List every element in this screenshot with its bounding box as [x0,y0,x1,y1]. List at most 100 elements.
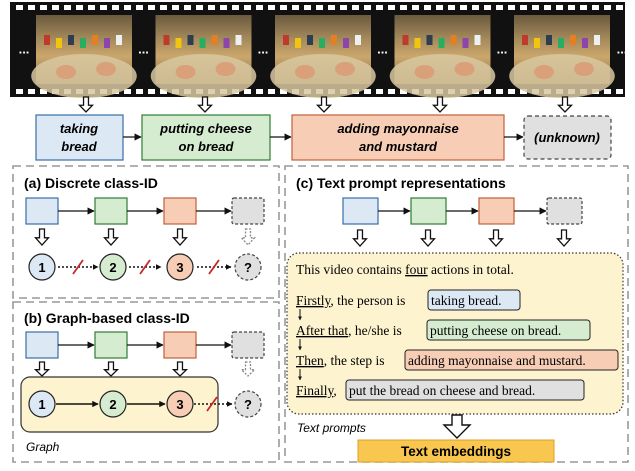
sprocket-hole [592,5,599,10]
sprocket-hole [412,5,419,10]
sprocket-hole [616,5,623,10]
frame-object [474,35,481,45]
action-label: taking [60,121,98,136]
prompt-line-2: After that, he/she is putting cheese on … [296,323,561,338]
node-label: ? [244,397,252,412]
sprocket-hole [388,5,395,10]
sprocket-hole [100,5,107,10]
frame-object [343,38,349,48]
down-arrow-icon [34,228,50,246]
down-arrow-icon [431,96,449,113]
sprocket-hole [376,89,383,94]
frame-object [104,38,110,48]
prompt-intro-prefix: This video contains [296,262,405,277]
sprocket-hole [496,5,503,10]
cut-mark [139,259,151,275]
frame-object [450,35,457,45]
sprocket-hole [400,89,407,94]
frame-table [389,54,496,98]
sprocket-hole [364,5,371,10]
sprocket-hole [556,5,563,10]
graph-node-unknown [234,390,262,418]
highlight-put-bread [345,379,585,401]
sprocket-hole [520,89,527,94]
sprocket-hole [256,89,263,94]
class-box-unknown [546,197,583,225]
sprocket-hole [112,5,119,10]
sprocket-hole [352,5,359,10]
sprocket-hole [484,5,491,10]
sprocket-hole [40,89,47,94]
frame-object [283,35,289,45]
sprocket-hole [136,5,143,10]
frame-object [319,38,325,48]
frame-object [295,38,301,48]
panel-c-title: (c) Text prompt representations [296,175,506,191]
down-arrow-icon [240,228,256,246]
sprocket-hole [220,5,227,10]
class-box-orange [478,197,515,225]
frame-object [116,35,122,45]
sprocket-hole [400,5,407,10]
sprocket-hole [148,5,155,10]
node-label: 3 [176,397,183,412]
action-box-adding-mayonnaise [291,114,505,161]
action-label: on bread [179,139,235,154]
frame-object [199,38,206,48]
panel-b-frame [12,301,280,463]
down-arrow-icon [102,361,120,377]
action-box-putting-cheese [141,114,271,161]
down-arrow-icon [103,228,119,246]
down-arrow-icon [77,96,95,113]
prompt-connector: Then [296,353,324,368]
to-embeddings-arrow [442,414,472,439]
frame-object [56,38,62,48]
frame-ellipsis: ... [138,42,149,57]
down-arrow-icon [239,361,257,377]
class-box-unknown [231,197,265,225]
graph-label: Graph [26,440,60,454]
sprocket-hole [364,89,371,94]
frame-table [150,54,257,98]
sprocket-hole [232,5,239,10]
frame-hand [454,62,475,76]
text-prompts-label: Text prompts [297,421,366,435]
frame-object [438,38,445,48]
frame-object [426,35,433,45]
frame-object [175,38,182,48]
down-arrow-icon [315,96,333,113]
sprocket-hole [244,89,251,94]
sprocket-hole [316,5,323,10]
down-arrow-icon [171,361,189,377]
frame-object [68,35,74,45]
node-label: 2 [109,397,116,412]
sprocket-hole [448,5,455,10]
sprocket-hole [184,5,191,10]
prompt-connector: Firstly [296,293,332,308]
prompt-action: adding mayonnaise and mustard. [408,353,586,368]
cut-mark [72,259,84,275]
sprocket-hole [340,5,347,10]
frame-ellipsis: ... [617,42,628,57]
sprocket-hole [16,89,23,94]
sprocket-hole [280,5,287,10]
frame-object [462,38,469,48]
prompt-intro: This video contains four actions in tota… [296,262,514,277]
sprocket-hole [604,5,611,10]
sprocket-hole [304,5,311,10]
sprocket-hole [172,5,179,10]
node-label: 1 [38,397,45,412]
prompt-middle: , the step is [324,353,388,368]
sprocket-hole [616,89,623,94]
sprocket-hole [52,5,59,10]
down-arrow-icon [172,228,188,246]
prompt-connector: Finally [296,383,335,398]
action-label: and mustard [359,139,438,154]
frame-down-arrows [77,96,574,113]
prompt-action: putting cheese on bread. [430,323,561,338]
frame-object [534,38,540,48]
sprocket-hole [496,89,503,94]
cut-mark [206,396,218,412]
sprocket-hole [280,89,287,94]
